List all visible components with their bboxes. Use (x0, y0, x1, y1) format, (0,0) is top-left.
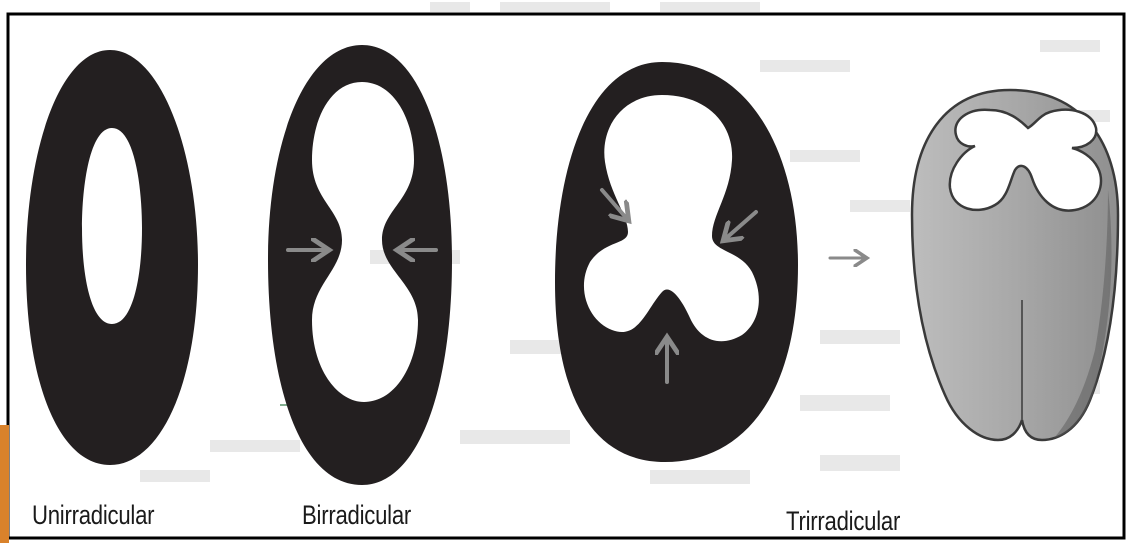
birradicular-label: Birradicular (302, 500, 411, 531)
slide-accent-bar (0, 425, 9, 543)
trirradicular-ring (555, 62, 798, 462)
trirradicular-root-illustration (912, 90, 1118, 440)
unirradicular-ring (26, 50, 198, 465)
trirradicular-section (555, 62, 798, 462)
birradicular-section (268, 45, 452, 485)
unirradicular-section (26, 50, 198, 465)
trirradicular-label: Trirradicular (786, 506, 900, 537)
birradicular-ring (268, 45, 452, 485)
unirradicular-label: Unirradicular (32, 500, 154, 531)
